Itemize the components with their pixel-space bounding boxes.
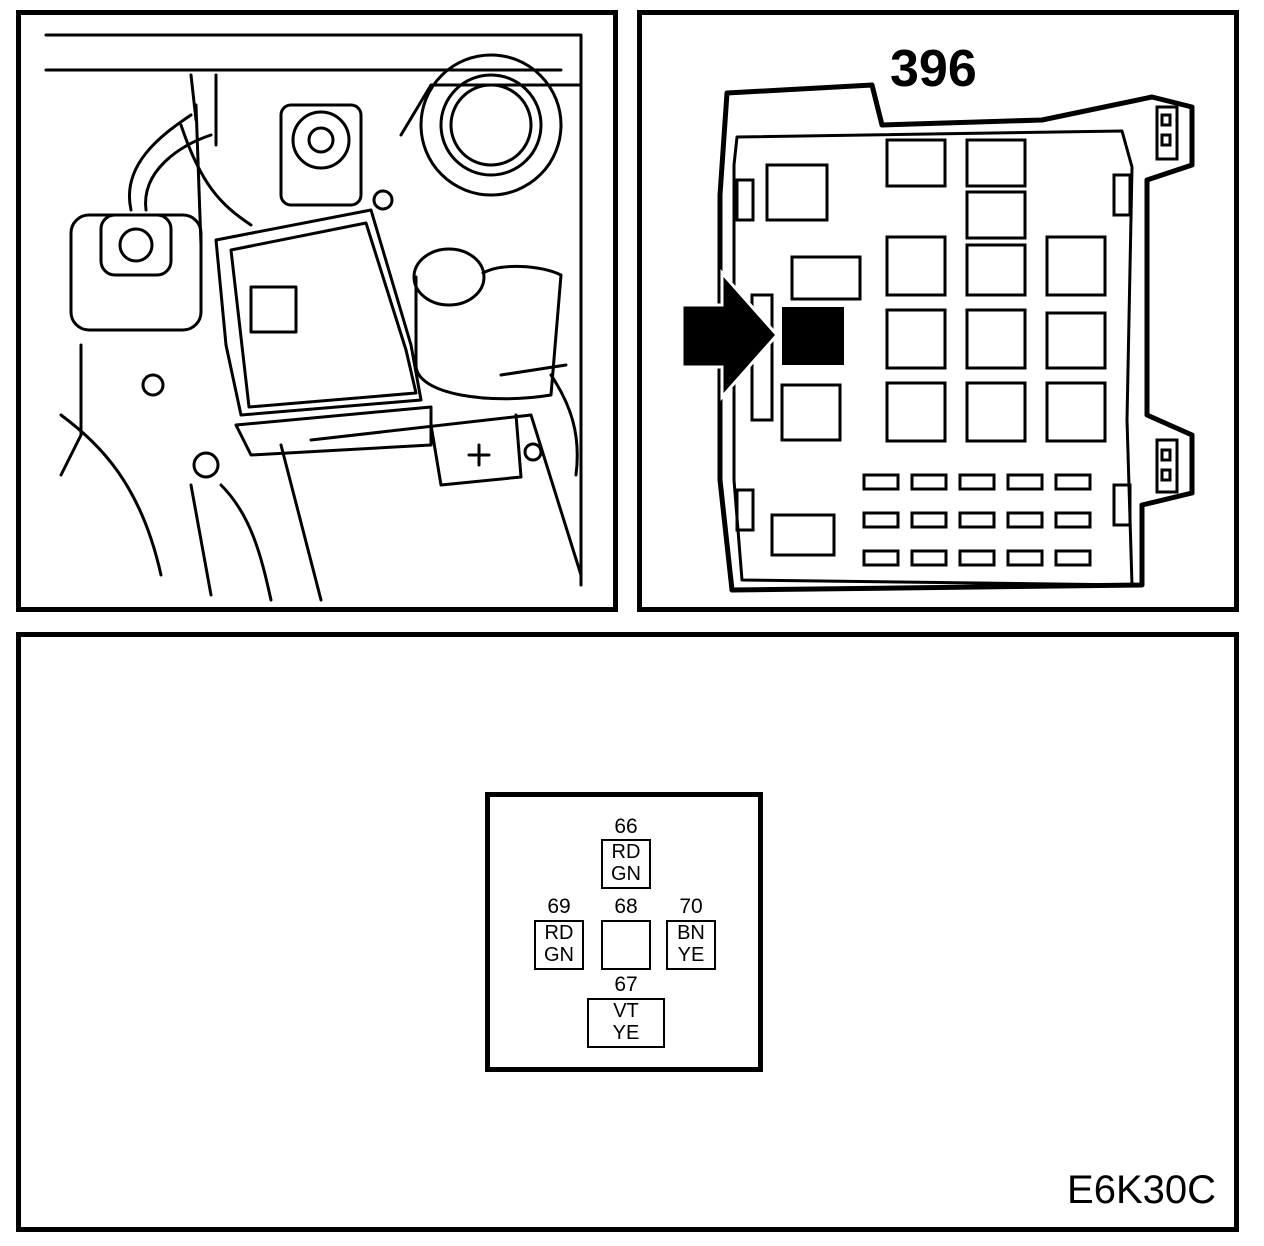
pin-69-colour-bottom: GN bbox=[544, 944, 574, 966]
pin-66: RD GN bbox=[601, 839, 651, 889]
pin-68 bbox=[601, 920, 651, 970]
figure-code: E6K30C bbox=[1067, 1168, 1216, 1212]
pin-66-colour-top: RD bbox=[611, 841, 641, 863]
pin-70: BN YE bbox=[666, 920, 716, 970]
pin-66-colour-bottom: GN bbox=[611, 863, 641, 885]
pin-67: VT YE bbox=[587, 998, 665, 1048]
engine-bay-illustration bbox=[44, 33, 583, 602]
pin-70-number: 70 bbox=[679, 895, 703, 918]
pin-69-number: 69 bbox=[547, 895, 571, 918]
pin-66-number: 66 bbox=[614, 815, 638, 838]
connector-panel: 66 RD GN 69 RD GN 68 70 BN YE 67 VT YE E… bbox=[16, 632, 1239, 1232]
pin-69-colour-top: RD bbox=[544, 922, 574, 944]
pin-70-colour-top: BN bbox=[677, 922, 705, 944]
relay-box-panel: 396 bbox=[637, 10, 1239, 612]
pin-67-colour-top: VT bbox=[613, 1000, 639, 1022]
component-number: 396 bbox=[890, 40, 977, 98]
pin-69: RD GN bbox=[534, 920, 584, 970]
relay-box-diagram bbox=[680, 82, 1195, 593]
pin-68-number: 68 bbox=[614, 895, 638, 918]
pin-67-colour-bottom: YE bbox=[612, 1022, 640, 1044]
pin-67-number: 67 bbox=[614, 973, 638, 996]
connector-face: 66 RD GN 69 RD GN 68 70 BN YE 67 VT YE bbox=[485, 792, 763, 1072]
engine-bay-panel bbox=[16, 10, 618, 612]
pin-70-colour-bottom: YE bbox=[677, 944, 705, 966]
